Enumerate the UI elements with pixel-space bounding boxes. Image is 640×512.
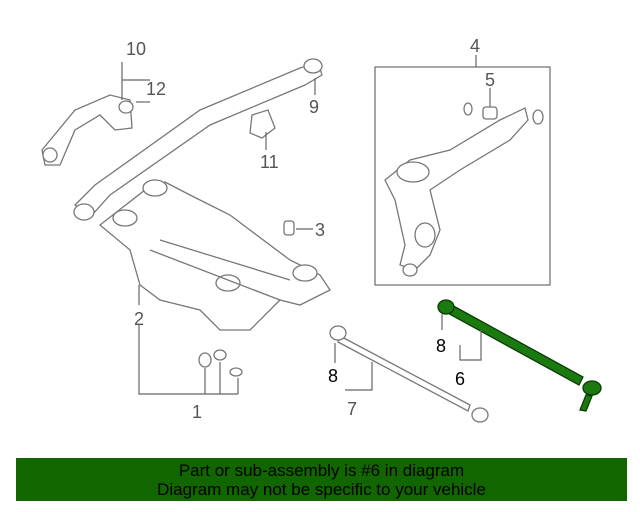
callout-1: 1 [192, 402, 202, 422]
callout-3: 3 [315, 220, 325, 240]
callout-6: 6 [455, 369, 465, 389]
bushing-part-5[interactable] [482, 106, 498, 120]
lateral-link-part-7[interactable] [329, 325, 489, 423]
rear-subframe[interactable] [98, 179, 331, 331]
lower-arm-part-4[interactable] [384, 102, 544, 277]
upper-crossmember[interactable] [73, 58, 323, 221]
callout-5: 5 [485, 70, 495, 90]
callout-7: 7 [347, 399, 357, 419]
callout-9: 9 [309, 97, 319, 117]
banner-line-1: Part or sub-assembly is #6 in diagram [178, 461, 465, 480]
callout-10: 10 [126, 39, 146, 59]
callout-8-left: 8 [328, 366, 338, 386]
part-info-banner: Part or sub-assembly is #6 in diagram Di… [16, 458, 627, 501]
callout-labels: 10 12 9 11 3 2 1 4 5 8 7 8 6 [126, 36, 495, 422]
callout-leaders [121, 55, 491, 395]
bracket-part-11[interactable] [249, 109, 276, 139]
callout-11: 11 [260, 152, 279, 172]
callout-2: 2 [134, 309, 144, 329]
hardware-part-1[interactable] [198, 349, 243, 377]
bracket-part-12[interactable] [41, 94, 134, 166]
callout-12: 12 [146, 79, 166, 99]
lateral-link-part-6-highlighted[interactable] [437, 299, 602, 412]
banner-line-2: Diagram may not be specific to your vehi… [157, 480, 486, 499]
bushing-part-3[interactable] [283, 220, 295, 236]
callout-4: 4 [470, 36, 480, 56]
knuckle-arm-box [374, 66, 551, 286]
callout-8-right: 8 [436, 336, 446, 356]
